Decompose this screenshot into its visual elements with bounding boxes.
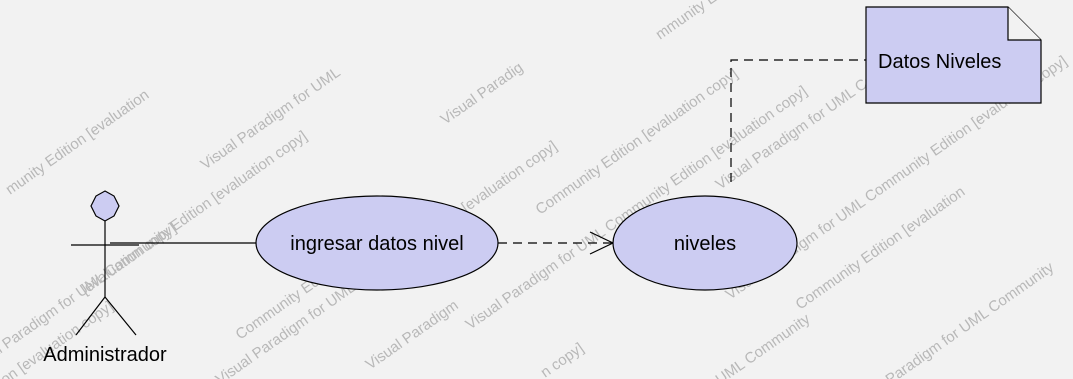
use-case-label: ingresar datos nivel (290, 233, 463, 255)
actor-left-leg (75, 296, 106, 336)
use-case-niveles[interactable]: niveles (612, 195, 798, 291)
note-folded-corner (1007, 7, 1041, 41)
use-case-ellipse (612, 195, 798, 291)
use-case-ellipse (255, 195, 499, 291)
use-case-ingresar-datos-nivel[interactable]: ingresar datos nivel (255, 195, 499, 291)
note-shape (865, 6, 1042, 104)
note-datos-niveles[interactable]: Datos Niveles (865, 6, 1042, 104)
note-text: Datos Niveles (878, 51, 1001, 73)
actor-label: Administrador (43, 344, 167, 366)
use-case-label: niveles (674, 233, 736, 255)
note-anchor-line[interactable] (730, 59, 876, 182)
actor-administrador[interactable]: Administrador (43, 190, 167, 366)
actor-right-leg (104, 296, 137, 336)
